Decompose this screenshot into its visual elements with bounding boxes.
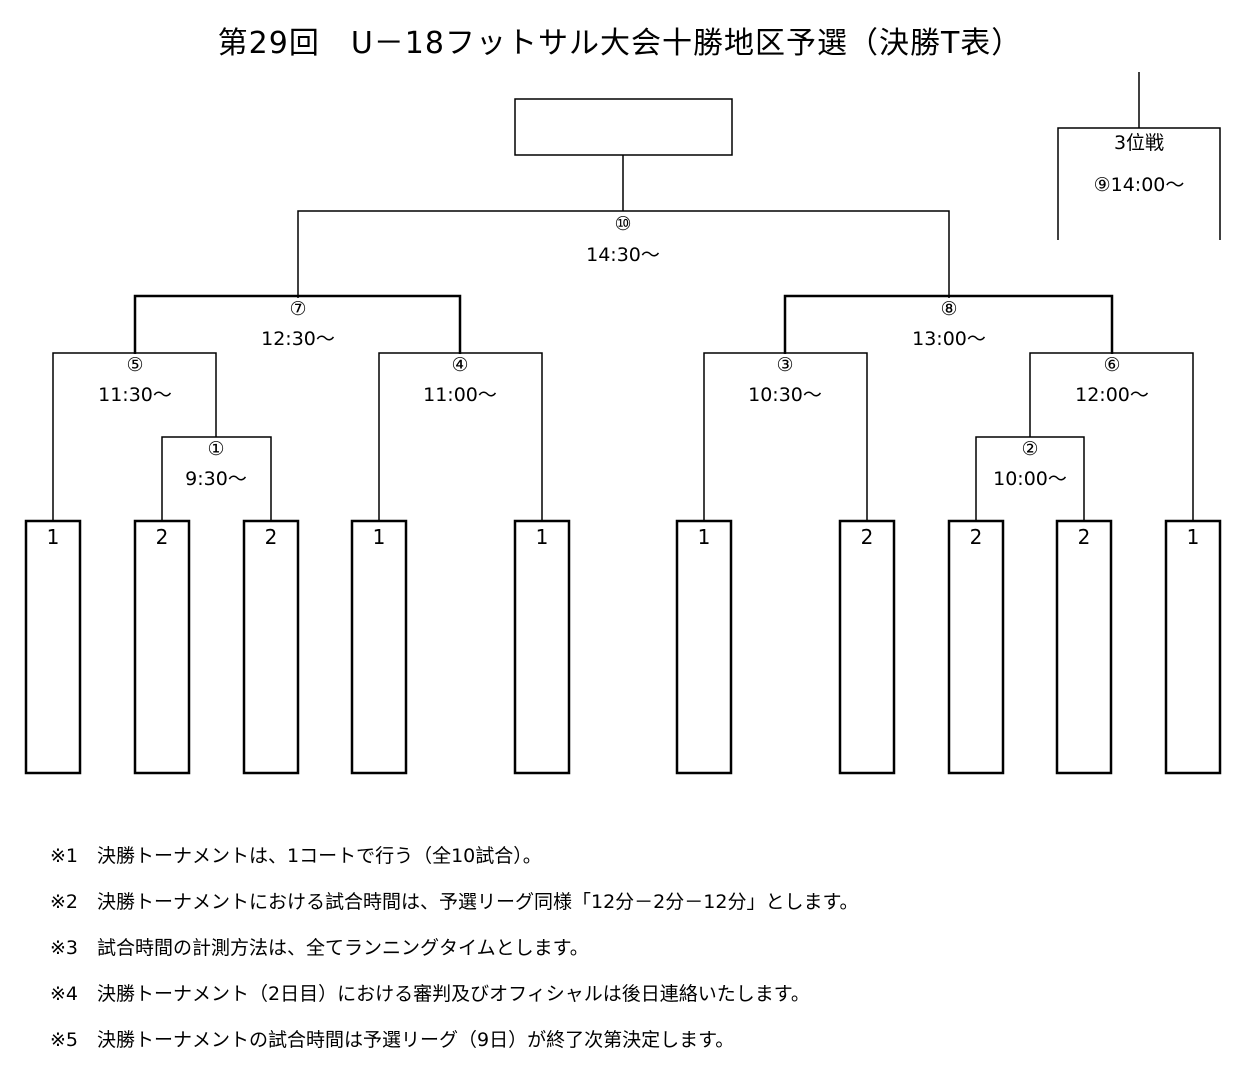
match-3-number: ③ xyxy=(776,354,793,376)
team-slot-6 xyxy=(675,519,733,775)
team-slot-seed-6: 1 xyxy=(698,525,711,549)
team-slot-seed-10: 1 xyxy=(1187,525,1200,549)
match-1-time: 9:30～ xyxy=(185,468,247,490)
team-slot-1 xyxy=(24,519,82,775)
match-2-time: 10:00～ xyxy=(993,468,1067,490)
match-2-number: ② xyxy=(1021,438,1038,460)
team-slot-seed-7: 2 xyxy=(861,525,874,549)
team-slot-seed-4: 1 xyxy=(373,525,386,549)
team-slot-2 xyxy=(133,519,191,775)
team-slot-seed-8: 2 xyxy=(970,525,983,549)
semifinal-right-connector xyxy=(783,294,1114,354)
final-match-number: ⑩ xyxy=(614,213,631,235)
match-4-number: ④ xyxy=(451,354,468,376)
team-slot-seed-1: 1 xyxy=(47,525,60,549)
note-3: ※3 試合時間の計測方法は、全てランニングタイムとします。 xyxy=(50,937,589,959)
page-title: 第29回 U－18フットサル大会十勝地区予選（決勝T表） xyxy=(217,26,1023,61)
final-connector xyxy=(297,155,950,298)
match-3-connector xyxy=(703,352,868,521)
team-slot-seed-3: 2 xyxy=(265,525,278,549)
match-6-connector xyxy=(1029,352,1194,521)
match-1-number: ① xyxy=(207,438,224,460)
match-7-number: ⑦ xyxy=(289,298,306,320)
note-5: ※5 決勝トーナメントの試合時間は予選リーグ（9日）が終了次第決定します。 xyxy=(50,1029,735,1051)
third-place-connector xyxy=(1057,72,1221,240)
match-5-number: ⑤ xyxy=(126,354,143,376)
match-5-connector xyxy=(52,352,217,521)
team-slot-3 xyxy=(242,519,300,775)
note-2: ※2 決勝トーナメントにおける試合時間は、予選リーグ同様「12分－2分－12分」… xyxy=(50,891,859,913)
team-slot-seed-5: 1 xyxy=(536,525,549,549)
match-2-connector xyxy=(975,436,1085,521)
match-4-connector xyxy=(378,352,543,521)
match-4-time: 11:00～ xyxy=(423,384,497,406)
team-slot-10 xyxy=(1164,519,1222,775)
third-place-label: 3位戦 xyxy=(1114,132,1164,154)
team-slot-8 xyxy=(947,519,1005,775)
match-6-number: ⑥ xyxy=(1103,354,1120,376)
notes-list: ※1 決勝トーナメントは、1コートで行う（全10試合）。 ※2 決勝トーナメント… xyxy=(50,838,859,1068)
team-slot-9 xyxy=(1055,519,1113,775)
note-4: ※4 決勝トーナメント（2日目）における審判及びオフィシャルは後日連絡いたします… xyxy=(50,983,810,1005)
champion-box xyxy=(514,98,733,156)
match-6-time: 12:00～ xyxy=(1075,384,1149,406)
match-8-time: 13:00～ xyxy=(912,328,986,350)
match-5-time: 11:30～ xyxy=(98,384,172,406)
note-1: ※1 決勝トーナメントは、1コートで行う（全10試合）。 xyxy=(50,845,542,867)
match-8-number: ⑧ xyxy=(940,298,957,320)
team-slot-seed-2: 2 xyxy=(156,525,169,549)
team-slot-4 xyxy=(350,519,408,775)
match-3-time: 10:30～ xyxy=(748,384,822,406)
team-slot-seed-9: 2 xyxy=(1078,525,1091,549)
team-slot-7 xyxy=(838,519,896,775)
third-place-match-time: ⑨14:00～ xyxy=(1094,174,1185,196)
match-7-time: 12:30～ xyxy=(261,328,335,350)
final-match-time: 14:30～ xyxy=(586,244,660,266)
match-1-connector xyxy=(161,436,272,521)
semifinal-left-connector xyxy=(133,294,462,354)
team-slot-5 xyxy=(513,519,571,775)
